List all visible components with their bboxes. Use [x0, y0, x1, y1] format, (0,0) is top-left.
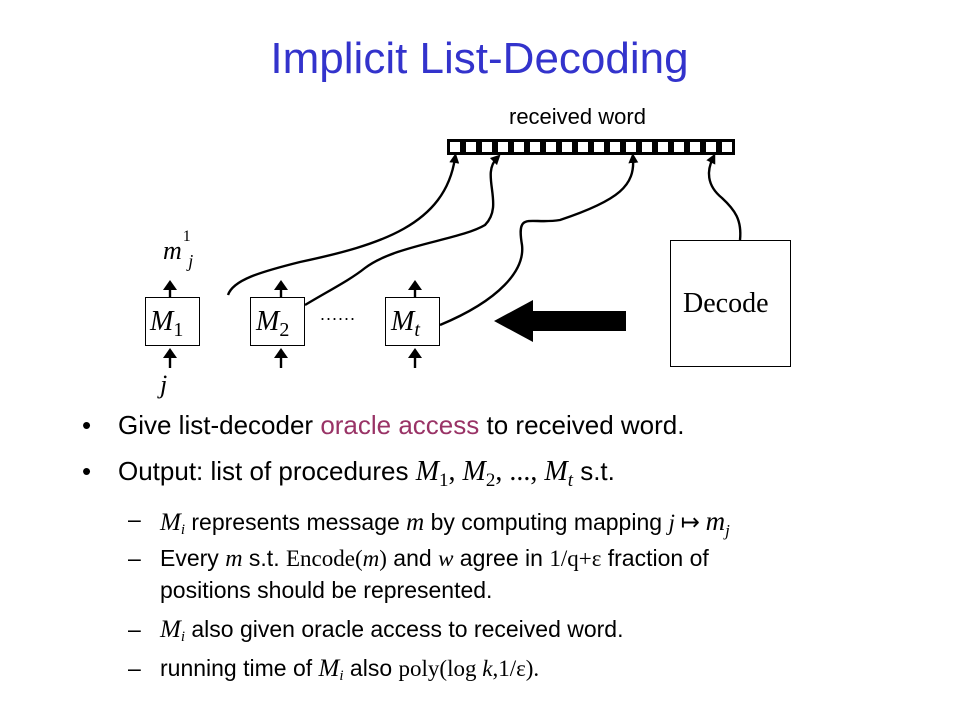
received-word-cell [498, 142, 508, 152]
mj-label: m j 1 [163, 228, 194, 271]
up-arrows [163, 280, 422, 368]
machine-label-2: M2 [256, 306, 290, 341]
received-word-cell [562, 142, 572, 152]
decode-box [670, 240, 791, 367]
received-word-cell [514, 142, 524, 152]
machine-box-1 [145, 297, 200, 346]
big-left-arrow [494, 300, 626, 342]
machine-label-t: Mt [391, 306, 420, 341]
received-word-cells [447, 139, 735, 155]
received-word-cell [722, 142, 732, 152]
oracle-access-highlight: oracle access [320, 410, 480, 440]
query-curve-mt [439, 153, 639, 327]
received-word-cell [642, 142, 652, 152]
machine-ellipsis: ...... [320, 304, 357, 324]
query-curve-m2 [304, 154, 501, 307]
slide-title: Implicit List-Decoding [270, 34, 689, 83]
received-word-cell [658, 142, 668, 152]
bullet-dot: • [82, 456, 92, 486]
bullet-dot: • [82, 410, 92, 440]
j-label: j [160, 370, 168, 399]
received-word-cell [674, 142, 684, 152]
received-word-cell [626, 142, 636, 152]
received-word-cell [578, 142, 588, 152]
decode-curve [706, 153, 742, 241]
query-curve-m1 [226, 153, 460, 296]
received-word-cell [530, 142, 540, 152]
received-word-cell [610, 142, 620, 152]
received-word-label: received word [509, 104, 646, 129]
machine-box-t [385, 297, 440, 346]
decode-label: Decode [683, 288, 769, 319]
received-word-cell [706, 142, 716, 152]
machine-box-2 [250, 297, 305, 346]
received-word-cell [594, 142, 604, 152]
received-word-cell [482, 142, 492, 152]
received-word-cell [546, 142, 556, 152]
machine-label-1: M1 [150, 306, 184, 341]
received-word-cell [450, 142, 460, 152]
received-word-cell [466, 142, 476, 152]
received-word-cell [690, 142, 700, 152]
